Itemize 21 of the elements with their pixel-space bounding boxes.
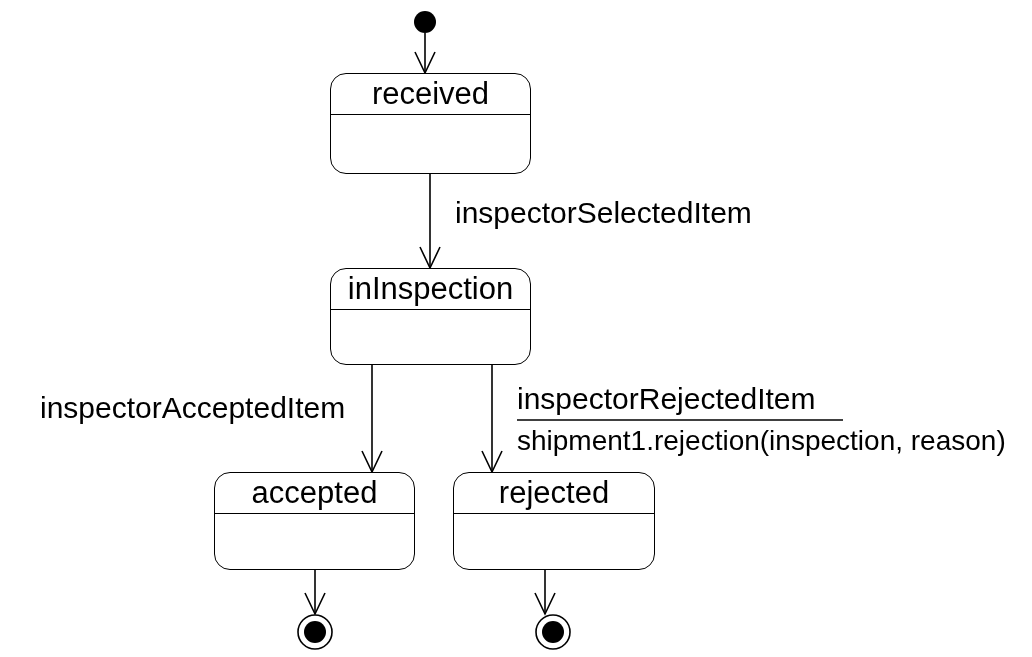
edge-label: inspectorSelectedItem: [455, 196, 752, 230]
transition-arrow: [361, 364, 383, 473]
transition-arrow: [304, 569, 326, 615]
state-name: rejected: [498, 475, 610, 510]
action-label: shipment1.rejection(inspection, reason): [517, 424, 1006, 458]
state-name: received: [371, 76, 490, 111]
transition-arrow: [481, 364, 503, 473]
state-name: inInspection: [347, 271, 514, 306]
transition-arrow: [419, 173, 441, 269]
state-box: [330, 268, 531, 365]
state-name: accepted: [251, 475, 378, 510]
edge-label: inspectorRejectedItem: [517, 382, 816, 416]
final-state: [535, 614, 571, 650]
state-box: [453, 472, 655, 570]
state-box: [330, 73, 531, 174]
edge-label: inspectorAcceptedItem: [40, 391, 346, 425]
final-state: [297, 614, 333, 650]
transition-arrow: [414, 32, 436, 74]
transition-arrow: [534, 569, 556, 615]
state-box: [214, 472, 415, 570]
initial-state: [414, 11, 436, 33]
